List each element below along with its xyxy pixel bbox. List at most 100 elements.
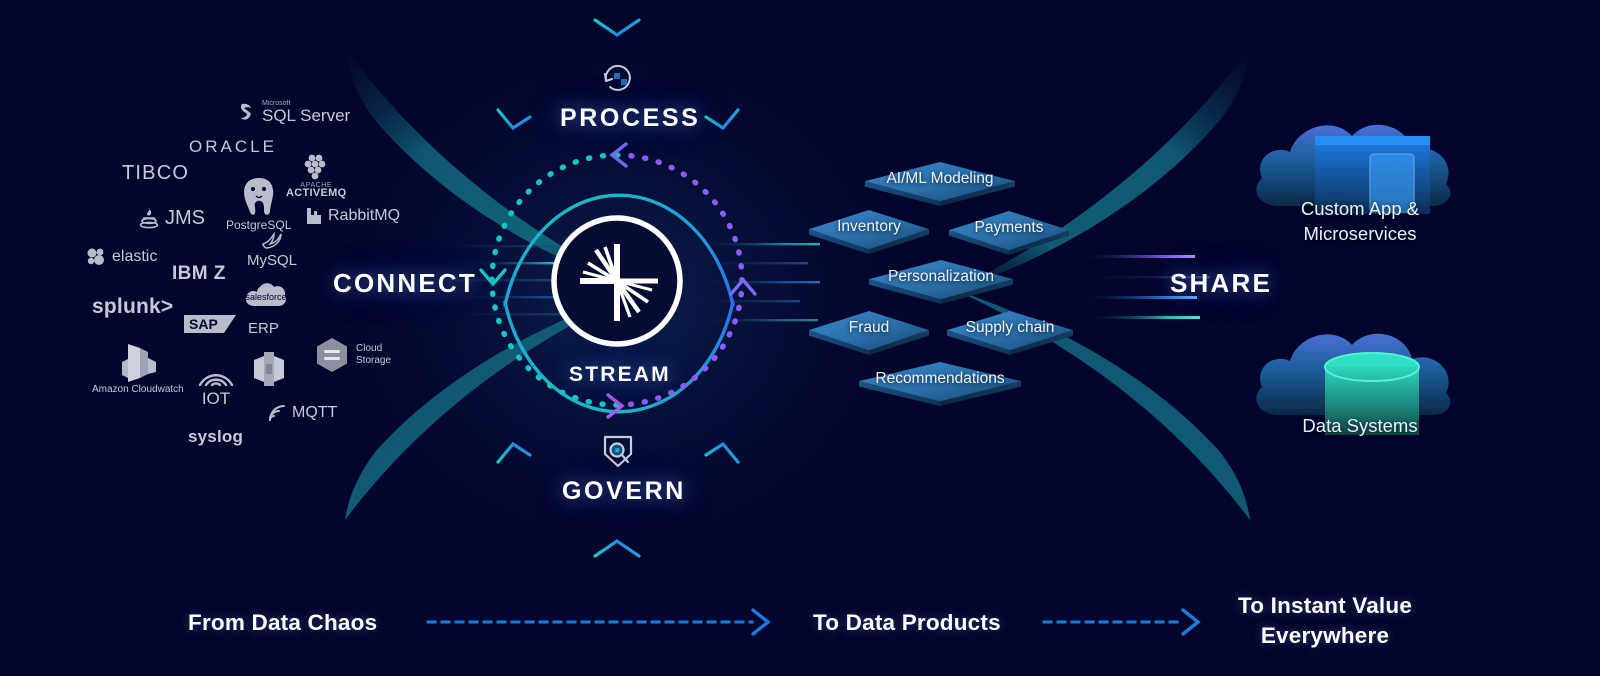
source-logo-iot-signal: IOT xyxy=(196,365,236,407)
footer-step-2: To Data Products xyxy=(813,610,1001,635)
source-logo-label: IOT xyxy=(201,389,231,408)
footer-step-3-line-1: To Instant Value xyxy=(1237,593,1413,618)
data-product-label: Payments xyxy=(974,219,1044,237)
source-logo-label: syslog xyxy=(188,427,244,446)
source-logo-label: RabbitMQ xyxy=(328,207,401,224)
source-logo-elastic: elastic xyxy=(86,247,157,267)
data-product-label: Inventory xyxy=(837,218,901,236)
source-logo-label: ORACLE xyxy=(189,137,277,156)
microsoft-sql-server-icon xyxy=(238,102,256,122)
source-logo-label: MySQL xyxy=(247,252,298,269)
source-logo-sub: Microsoft xyxy=(262,100,291,107)
data-product-slab[interactable]: Inventory xyxy=(806,208,932,254)
process-label: PROCESS xyxy=(560,104,701,132)
govern-icon xyxy=(600,432,636,470)
source-logo-aws-service xyxy=(252,348,286,390)
slab-shape xyxy=(949,211,1069,255)
data-product-slab[interactable]: Recommendations xyxy=(856,360,1024,406)
source-logo-mysql-dolphin: MySQL xyxy=(247,232,297,268)
stream-ring-arrows xyxy=(479,142,757,419)
source-logo-sub: ERP xyxy=(248,320,279,337)
source-logo-salesforce-cloud: salesforce xyxy=(244,281,288,313)
source-logo-microsoft-sql-server: Microsoft SQL Server xyxy=(238,100,350,124)
source-logo-label: JMS xyxy=(165,207,205,229)
svg-text:SAP: SAP xyxy=(189,316,218,332)
cloud-database-graphic xyxy=(1256,333,1451,435)
iot-signal-icon xyxy=(196,365,236,389)
source-logo-label: splunk> xyxy=(92,295,174,318)
footer-step-1: From Data Chaos xyxy=(188,610,378,635)
footer-step-3-line-2: Everywhere xyxy=(1260,623,1390,648)
slab-shape xyxy=(809,210,929,254)
data-product-slab[interactable]: AI/ML Modeling xyxy=(862,160,1018,206)
data-product-label: Personalization xyxy=(888,268,994,286)
mqtt-icon xyxy=(268,404,286,422)
data-product-label: Recommendations xyxy=(875,370,1005,388)
source-logo-oracle-wordmark: ORACLE xyxy=(189,138,277,155)
source-logo-label: PostgreSQL xyxy=(226,218,292,232)
source-logo-label: Amazon Cloudwatch xyxy=(92,384,184,395)
govern-label: GOVERN xyxy=(562,477,686,505)
confluent-starburst-icon xyxy=(551,215,683,347)
source-logo-label: MQTT xyxy=(292,404,338,421)
data-product-slab[interactable]: Fraud xyxy=(806,309,932,355)
stream-core xyxy=(547,211,687,351)
slab-shape xyxy=(865,162,1015,206)
footer-arrow-2 xyxy=(1042,608,1201,636)
cloud-app-graphic xyxy=(1256,124,1451,214)
data-product-slab[interactable]: Payments xyxy=(946,209,1072,255)
slab-shape xyxy=(859,362,1021,406)
slab-shape xyxy=(809,311,929,355)
destination-label: Data Systems xyxy=(1302,415,1418,436)
source-logo-label: ACTIVEMQ xyxy=(286,187,347,199)
data-product-slab[interactable]: Supply chain xyxy=(944,309,1076,355)
source-logo-apache-activemq: APACHE ACTIVEMQ xyxy=(286,153,346,199)
aws-service-icon xyxy=(252,348,286,390)
footer-arrow-1 xyxy=(426,608,771,636)
slab-shape xyxy=(869,260,1013,304)
source-logo-tibco-wordmark: TIBCO xyxy=(122,163,189,183)
source-logo-java-jms: JMS xyxy=(139,206,205,230)
slab-shape xyxy=(947,311,1073,355)
source-logo-amazon-cloudwatch: Amazon Cloudwatch xyxy=(92,340,184,395)
source-logo-postgresql-elephant: PostgreSQL xyxy=(226,176,291,231)
share-flow-lines xyxy=(700,243,1210,322)
source-logo-label: elastic xyxy=(112,248,158,265)
govern-arc xyxy=(503,300,735,414)
share-label: SHARE xyxy=(1170,268,1273,298)
destination-label: Custom App &Microservices xyxy=(1300,198,1420,244)
amazon-cloudwatch-icon xyxy=(114,340,162,384)
data-product-slab[interactable]: Personalization xyxy=(866,258,1016,304)
elastic-icon xyxy=(86,247,106,267)
destination-data-systems[interactable]: Data Systems xyxy=(1240,307,1480,457)
apache-activemq-icon xyxy=(302,153,330,181)
process-arc xyxy=(503,193,735,307)
data-product-label: Fraud xyxy=(848,319,890,337)
google-cloud-storage-icon xyxy=(314,336,350,374)
source-logo-ibm-z-wordmark: IBM Z xyxy=(172,264,226,283)
source-logo-mqtt: MQTT xyxy=(268,404,337,422)
mysql-dolphin-icon xyxy=(261,232,283,252)
source-logo-rabbitmq: RabbitMQ xyxy=(306,207,400,225)
data-product-label: Supply chain xyxy=(965,319,1055,337)
source-logo-splunk-wordmark: splunk> xyxy=(92,296,173,317)
source-logo-label: TIBCO xyxy=(122,162,190,184)
source-logo-label: SQL Server xyxy=(262,106,351,125)
destination-custom-app[interactable]: Custom App &Microservices xyxy=(1240,98,1480,248)
java-jms-icon xyxy=(139,206,159,230)
rabbitmq-icon xyxy=(306,207,322,225)
source-logo-sub: APACHE xyxy=(300,182,333,189)
process-arc-chevrons xyxy=(496,18,740,131)
sap-erp-icon: SAP xyxy=(184,312,242,336)
stream-label: STREAM xyxy=(569,363,671,386)
data-product-label: AI/ML Modeling xyxy=(886,170,994,188)
govern-arc-chevrons xyxy=(496,441,740,558)
footer-step-3: To Instant Value Everywhere xyxy=(1232,591,1418,651)
source-logo-label: IBM Z xyxy=(172,263,226,284)
process-icon xyxy=(600,60,636,96)
postgresql-elephant-icon xyxy=(240,176,278,218)
source-logo-sap-erp: SAP ERP xyxy=(184,312,279,336)
